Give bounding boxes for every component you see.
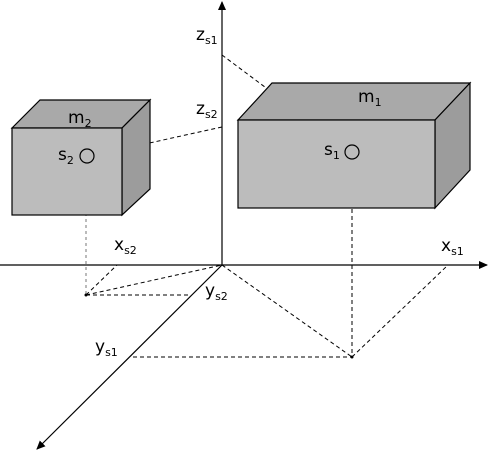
y-axis: [36, 264, 223, 450]
s1-to-origin-dashed: [221, 264, 353, 358]
label-zs2: zs2: [196, 99, 218, 121]
label-m2: m2: [68, 108, 92, 130]
s2-center-marker: [79, 148, 95, 164]
s2-to-xs2-dashed: [85, 264, 118, 296]
label-s2: s2: [58, 145, 74, 167]
s1-center-marker: [344, 144, 360, 160]
label-s1: s1: [324, 140, 340, 162]
s2-to-origin-dashed: [85, 264, 223, 296]
box-m1: [236, 81, 472, 210]
s2-floor-point: [84, 293, 88, 297]
s1-to-xs1-dashed: [351, 264, 449, 358]
label-ys1: ys1: [95, 337, 118, 359]
box-m2: [10, 98, 152, 217]
label-xs1: xs1: [441, 236, 464, 258]
label-xs2: xs2: [114, 235, 137, 257]
s1-floor-point: [350, 355, 354, 359]
label-m1: m1: [358, 87, 382, 109]
label-ys2: ys2: [205, 281, 228, 303]
label-zs1: zs1: [196, 25, 218, 47]
